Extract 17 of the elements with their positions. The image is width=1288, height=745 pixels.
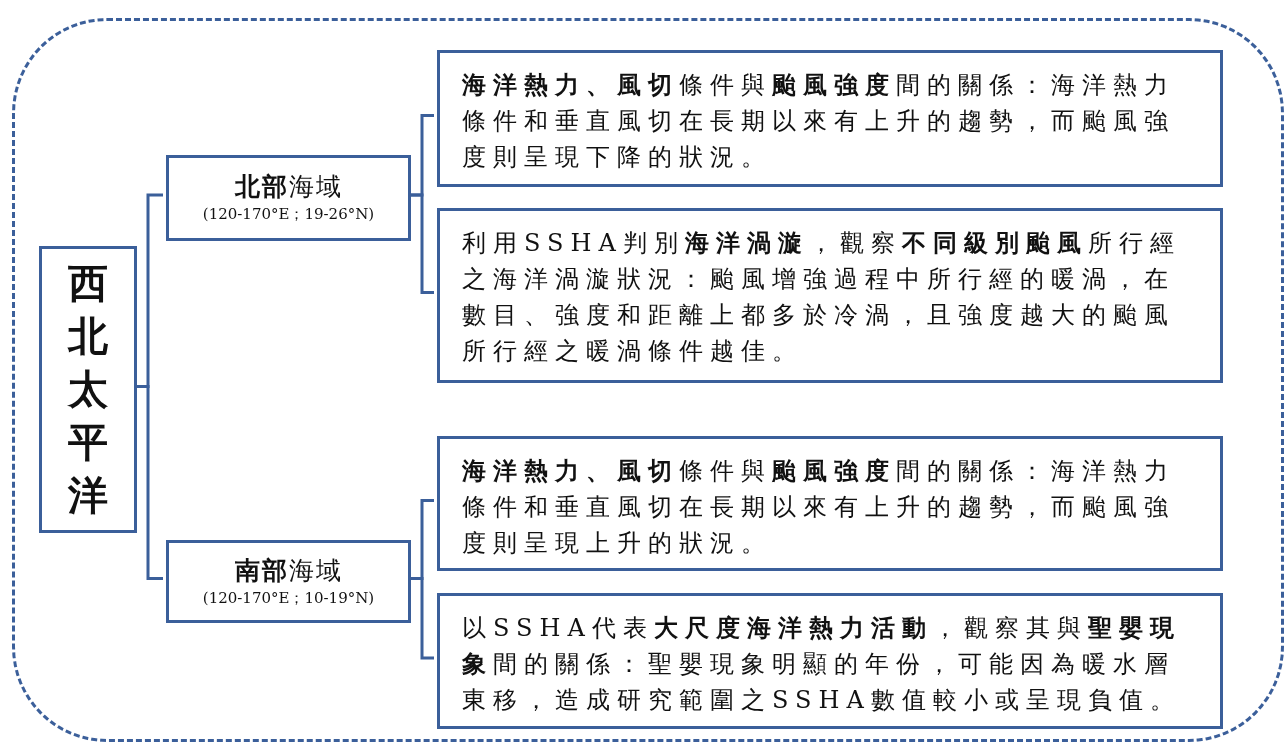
description-text: 海洋熱力、風切條件與颱風強度間的關係：海洋熱力條件和垂直風切在長期以來有上升的趨勢，而颱風強度則呈現上升的狀況。 bbox=[462, 456, 1176, 559]
root-box bbox=[39, 246, 137, 533]
coordinate-range: (120-170°E；10-19°N) bbox=[202, 587, 375, 609]
description-text: 海洋熱力、風切條件與颱風強度間的關係：海洋熱力條件和垂直風切在長期以來有上升的趨勢，而颱風強度則呈現下降的狀況。 bbox=[462, 70, 1176, 173]
description-box bbox=[437, 593, 1223, 729]
dashed-region bbox=[12, 18, 1284, 742]
description-text: 以SSHA代表大尺度海洋熱力活動，觀察其與聖嬰現象間的關係：聖嬰現象明顯的年份，可能因為暖水層東移，造成研究範圍之SSHA數值較小或呈現負值。 bbox=[462, 613, 1182, 716]
subregion-box bbox=[166, 540, 411, 623]
description-box bbox=[437, 208, 1223, 383]
region-title: 西北太平洋 bbox=[66, 259, 109, 520]
subregion-title: 南部海域 bbox=[234, 554, 343, 587]
subregion-title: 北部海域 bbox=[234, 171, 343, 203]
coordinate-range: (120-170°E；19-26°N) bbox=[202, 204, 375, 225]
description-box bbox=[437, 50, 1223, 187]
subregion-box bbox=[166, 155, 411, 241]
description-text: 利用SSHA判別海洋渦漩，觀察不同級別颱風所行經之海洋渦漩狀況：颱風增強過程中所行經的暖渦，在數目、強度和距離上都多於冷渦，且強度越大的颱風所行經之暖渦條件越佳。 bbox=[462, 228, 1182, 367]
description-box bbox=[437, 436, 1223, 571]
